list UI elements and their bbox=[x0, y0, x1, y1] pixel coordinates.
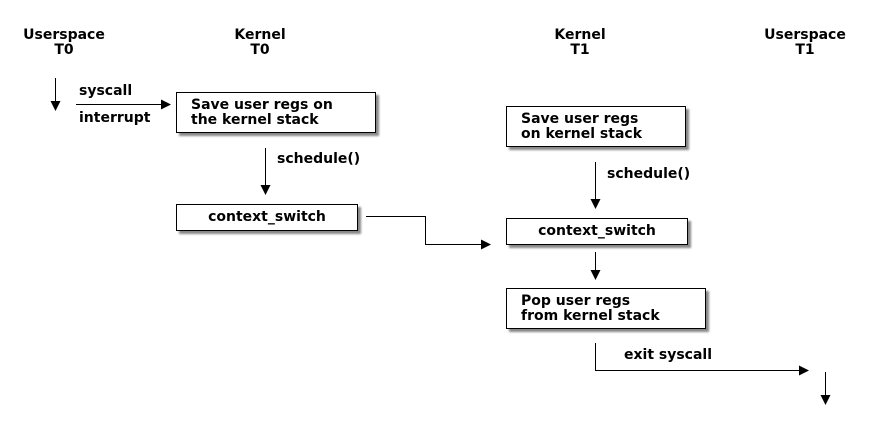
header-userspace-t0: Userspace T0 bbox=[14, 28, 114, 58]
syscall-label: syscall bbox=[79, 83, 133, 99]
header-kernel-t1: Kernel T1 bbox=[530, 28, 630, 58]
context-switch-t0-box: context_switch bbox=[176, 204, 358, 231]
arrow-ctx-t0-to-ctx-t1 bbox=[366, 216, 491, 250]
context-switch-t1-label: context_switch bbox=[538, 223, 656, 239]
header-userspace-t1-line1: Userspace bbox=[764, 27, 846, 43]
save-regs-t0-line1: Save user regs on bbox=[191, 97, 333, 113]
schedule-t1-label: schedule() bbox=[607, 166, 691, 182]
save-regs-t1-line2: on kernel stack bbox=[521, 126, 643, 142]
interrupt-label: interrupt bbox=[79, 110, 151, 126]
header-kernel-t1-line1: Kernel bbox=[554, 27, 606, 43]
save-regs-t1-line1: Save user regs bbox=[521, 111, 639, 127]
schedule-t0-label: schedule() bbox=[277, 151, 361, 167]
header-kernel-t0: Kernel T0 bbox=[210, 28, 310, 58]
pop-regs-t1-line2: from kernel stack bbox=[521, 308, 660, 324]
context-switch-t0-label: context_switch bbox=[208, 209, 326, 225]
pop-regs-t1-box: Pop user regs from kernel stack bbox=[506, 288, 706, 329]
header-kernel-t0-line2: T0 bbox=[250, 42, 270, 58]
header-kernel-t1-line2: T1 bbox=[570, 42, 590, 58]
save-regs-t1-box: Save user regs on kernel stack bbox=[506, 106, 686, 147]
pop-regs-t1-line1: Pop user regs bbox=[521, 293, 631, 309]
header-userspace-t0-line2: T0 bbox=[54, 42, 74, 58]
context-switch-t1-box: context_switch bbox=[506, 218, 688, 245]
header-userspace-t0-line1: Userspace bbox=[23, 27, 105, 43]
arrow-exit-syscall bbox=[595, 343, 809, 376]
header-userspace-t1: Userspace T1 bbox=[755, 28, 855, 58]
header-userspace-t1-line2: T1 bbox=[795, 42, 815, 58]
header-kernel-t0-line1: Kernel bbox=[234, 27, 286, 43]
save-regs-t0-line2: the kernel stack bbox=[191, 112, 319, 128]
exit-syscall-label: exit syscall bbox=[624, 347, 713, 363]
save-regs-t0-box: Save user regs on the kernel stack bbox=[176, 92, 376, 133]
